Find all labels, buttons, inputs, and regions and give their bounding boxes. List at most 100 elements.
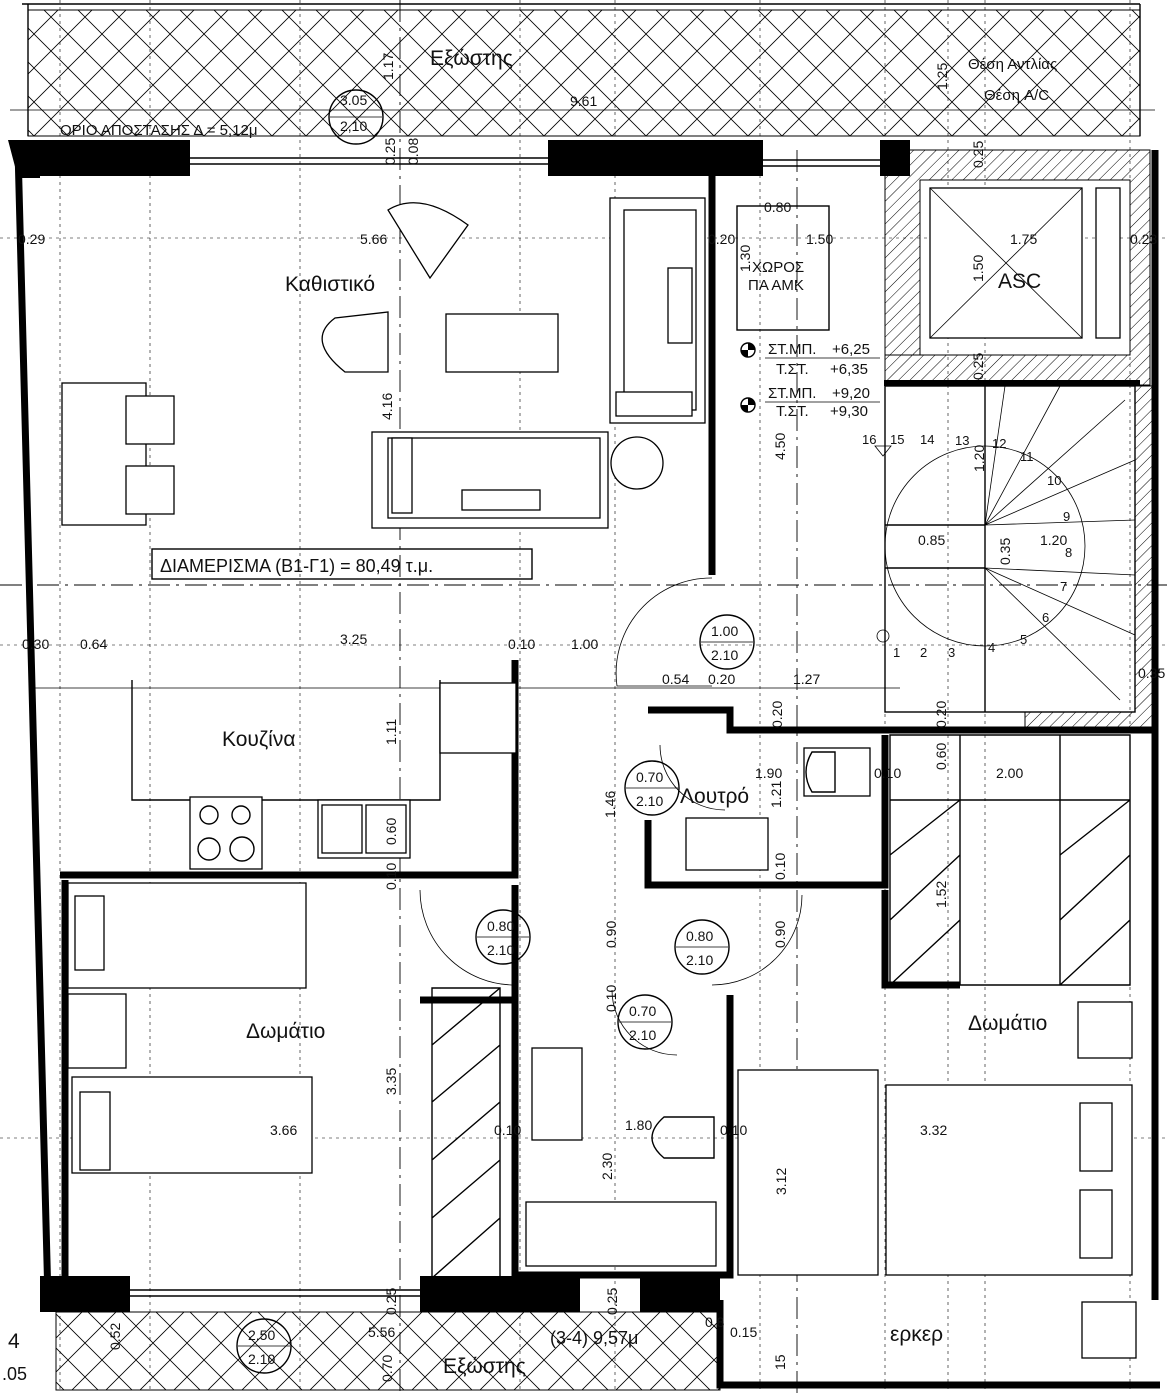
facade-label: (3-4) 9,57μ	[550, 1328, 638, 1348]
door-swings	[419, 577, 803, 1056]
svg-text:+6,35: +6,35	[830, 361, 868, 378]
svg-text:0.25: 0.25	[970, 141, 986, 168]
svg-text:+6,25: +6,25	[832, 341, 870, 358]
stair-step-9: 9	[1063, 509, 1070, 524]
svg-text:1.20: 1.20	[1040, 532, 1067, 548]
svg-text:0.29: 0.29	[18, 231, 45, 247]
svg-text:0.25: 0.25	[383, 1288, 399, 1315]
furniture	[61, 197, 1137, 1359]
svg-text:0.35: 0.35	[1138, 665, 1165, 681]
svg-text:0.60: 0.60	[383, 818, 399, 845]
svg-text:0.15: 0.15	[730, 1324, 757, 1340]
svg-text:3.32: 3.32	[920, 1122, 947, 1138]
elevator-label: ASC	[998, 270, 1041, 293]
level-markers	[740, 342, 880, 413]
svg-text:1.11: 1.11	[383, 719, 399, 745]
svg-text:0.20: 0.20	[933, 701, 949, 728]
svg-text:1.46: 1.46	[602, 791, 618, 818]
setback-label: ΟΡΙΟ ΑΠΟΣΤΑΣΗΣ Δ = 5,12μ	[60, 122, 258, 139]
amk-label-line2: ΠΑ ΑΜΚ	[748, 277, 804, 294]
svg-text:0.70: 0.70	[636, 769, 663, 785]
svg-text:Τ.ΣΤ.: Τ.ΣΤ.	[776, 361, 809, 378]
svg-text:1.75: 1.75	[1010, 231, 1037, 247]
svg-text:0.10: 0.10	[494, 1122, 521, 1138]
svg-text:2.10: 2.10	[248, 1351, 275, 1367]
svg-text:2,10: 2,10	[340, 118, 367, 134]
stair-step-1: 1	[893, 645, 900, 660]
svg-text:0.80: 0.80	[686, 928, 713, 944]
svg-text:1.30: 1.30	[737, 245, 753, 272]
svg-text:0.90: 0.90	[603, 921, 619, 948]
svg-text:0.35: 0.35	[997, 538, 1013, 565]
stair-step-3: 3	[948, 645, 955, 660]
svg-text:2.10: 2.10	[636, 793, 663, 809]
stair-step-14: 14	[920, 432, 934, 447]
svg-text:0.64: 0.64	[80, 636, 107, 652]
svg-text:ΣΤ.ΜΠ.: ΣΤ.ΜΠ.	[768, 341, 816, 358]
room-label-kitchen: Κουζίνα	[222, 728, 295, 751]
svg-text:0.10: 0.10	[603, 985, 619, 1012]
svg-text:1.00: 1.00	[571, 636, 598, 652]
svg-text:2.10: 2.10	[487, 942, 514, 958]
svg-text:0.08: 0.08	[405, 138, 421, 165]
room-label-bay: ερκερ	[890, 1323, 943, 1346]
svg-text:0.10: 0.10	[772, 853, 788, 880]
amk-label-line1: ΧΩΡΟΣ	[752, 259, 804, 276]
level-labels: ΣΤ.ΜΠ.+6,25 Τ.ΣΤ.+6,35 ΣΤ.ΜΠ.+9,20 Τ.ΣΤ.…	[768, 341, 870, 420]
svg-text:0.10: 0.10	[383, 863, 399, 890]
svg-text:2.00: 2.00	[996, 765, 1023, 781]
svg-text:2.30: 2.30	[599, 1153, 615, 1180]
opening-tag: 0.80 2.10	[475, 909, 531, 965]
stair-step-16: 16	[862, 432, 876, 447]
stair-step-7: 7	[1060, 579, 1067, 594]
svg-text:0.25: 0.25	[604, 1288, 620, 1315]
svg-text:1.80: 1.80	[625, 1117, 652, 1133]
svg-text:0.70: 0.70	[379, 1355, 395, 1382]
svg-text:1.25: 1.25	[934, 63, 950, 90]
svg-text:2.10: 2.10	[686, 952, 713, 968]
ac-position-label: Θέση A/C	[984, 87, 1049, 104]
room-label-living: Καθιστικό	[285, 273, 375, 296]
svg-text:1.00: 1.00	[711, 623, 738, 639]
stair-step-15: 15	[890, 432, 904, 447]
balcony-bottom-area	[55, 1311, 721, 1391]
svg-text:0.52: 0.52	[107, 1323, 123, 1350]
svg-text:1.50: 1.50	[970, 255, 986, 282]
svg-text:1.21: 1.21	[768, 781, 784, 808]
svg-text:2.10: 2.10	[711, 647, 738, 663]
svg-text:0.30: 0.30	[22, 636, 49, 652]
opening-tag: 1.00 2.10	[699, 614, 755, 670]
opening-tag: 0.80 2.10	[674, 919, 730, 975]
svg-text:0.23: 0.23	[1130, 231, 1157, 247]
svg-text:5.66: 5.66	[360, 231, 387, 247]
svg-text:0.85: 0.85	[918, 532, 945, 548]
svg-text:3.35: 3.35	[383, 1068, 399, 1095]
svg-text:0.80: 0.80	[487, 918, 514, 934]
svg-text:0.20: 0.20	[708, 231, 735, 247]
stair-step-2: 2	[920, 645, 927, 660]
svg-text:3.12: 3.12	[773, 1168, 789, 1195]
svg-text:0.10: 0.10	[720, 1122, 747, 1138]
svg-text:3.05: 3.05	[340, 92, 367, 108]
svg-text:0.20: 0.20	[769, 701, 785, 728]
exterior-walls	[8, 140, 1160, 1389]
stair-step-10: 10	[1047, 473, 1061, 488]
svg-text:0.70: 0.70	[629, 1003, 656, 1019]
opening-callouts: 3.05 2,10 1.00 2.10 0.70 2.10 0.80 2.10 0.80…	[236, 89, 755, 1374]
staircase: 1 2 3 4 5 6 7 8 9 10 11 12 13 14 15 16	[862, 385, 1136, 713]
svg-text:0.25: 0.25	[382, 138, 398, 165]
svg-text:3.25: 3.25	[340, 631, 367, 647]
svg-text:1.17: 1.17	[380, 53, 396, 80]
svg-text:1.50: 1.50	[806, 231, 833, 247]
room-label-balcony-bottom: Εξώστης	[443, 1355, 526, 1378]
svg-text:1.52: 1.52	[933, 881, 949, 908]
corner-number: 4	[8, 1330, 20, 1353]
svg-text:3.66: 3.66	[270, 1122, 297, 1138]
dimension-labels: 9.61 1.17 1.25 0.25 0.08 0.29 5.66 0.20 …	[18, 53, 1165, 1382]
opening-tag: 0.70 2.10	[624, 760, 680, 816]
balcony-top-area	[27, 9, 1141, 137]
svg-text:Τ.ΣΤ.: Τ.ΣΤ.	[776, 403, 809, 420]
svg-text:0.80: 0.80	[764, 199, 791, 215]
room-label-bedroom-right: Δωμάτιο	[968, 1012, 1047, 1035]
